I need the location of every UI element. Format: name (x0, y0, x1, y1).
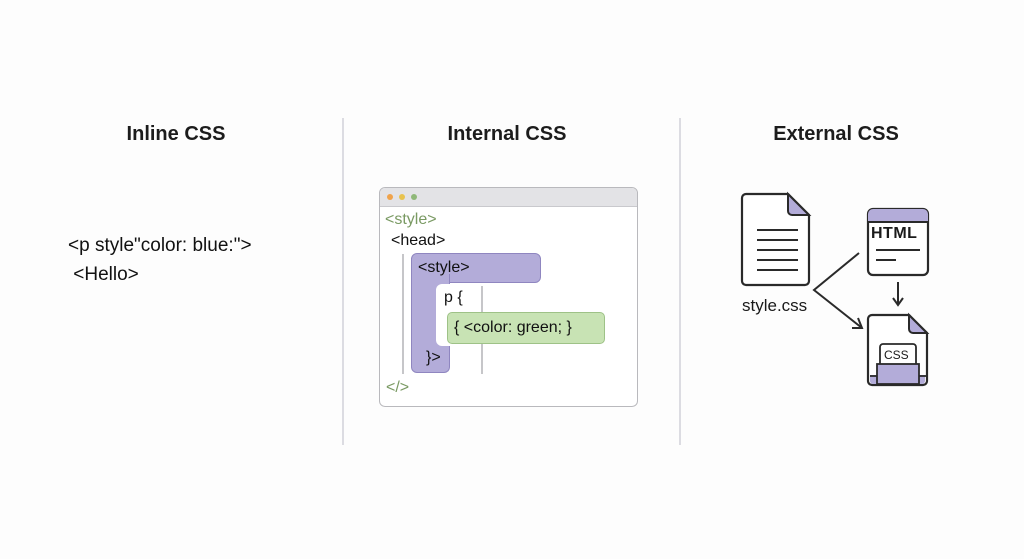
external-css-heading: External CSS (773, 123, 899, 145)
internal-css-code-window: <style> <head> <style> p { { <color: gre… (379, 187, 638, 407)
window-titlebar (380, 188, 637, 207)
p-selector: p { (444, 289, 463, 306)
rule-block (447, 312, 605, 344)
close-brace: }> (426, 349, 441, 366)
window-dot-green-icon (411, 194, 417, 200)
style-block-joint (412, 272, 447, 282)
outer-style-tag: <style> (385, 211, 437, 228)
rule-text: { <color: green; } (454, 319, 572, 336)
external-css-diagram (740, 191, 930, 387)
window-dot-orange-icon (387, 194, 393, 200)
style-open-tag: <style> (418, 259, 470, 276)
indent-guide-outer (402, 254, 404, 374)
closing-tag: </> (386, 379, 410, 396)
inline-css-heading: Inline CSS (126, 123, 226, 145)
link-arrow-icon (812, 252, 864, 329)
css-linked-file-icon (866, 312, 930, 387)
inline-css-example: <p style"color: blue:"> <Hello> (68, 231, 252, 289)
css-file-icon (740, 191, 812, 287)
divider-right (679, 118, 681, 445)
css-doc-label: CSS (884, 348, 909, 362)
selector-notch (436, 284, 450, 346)
internal-css-heading: Internal CSS (447, 123, 567, 145)
html-doc-label: HTML (871, 225, 918, 242)
html-file-icon (866, 207, 930, 277)
inline-code-line-2: <Hello> (68, 264, 139, 285)
down-arrow-icon (892, 282, 904, 307)
head-tag: <head> (391, 232, 446, 249)
window-dot-yellow-icon (399, 194, 405, 200)
css-file-label: style.css (742, 296, 808, 315)
divider-left (342, 118, 344, 445)
inline-code-line-1: <p style"color: blue:"> (68, 235, 252, 256)
